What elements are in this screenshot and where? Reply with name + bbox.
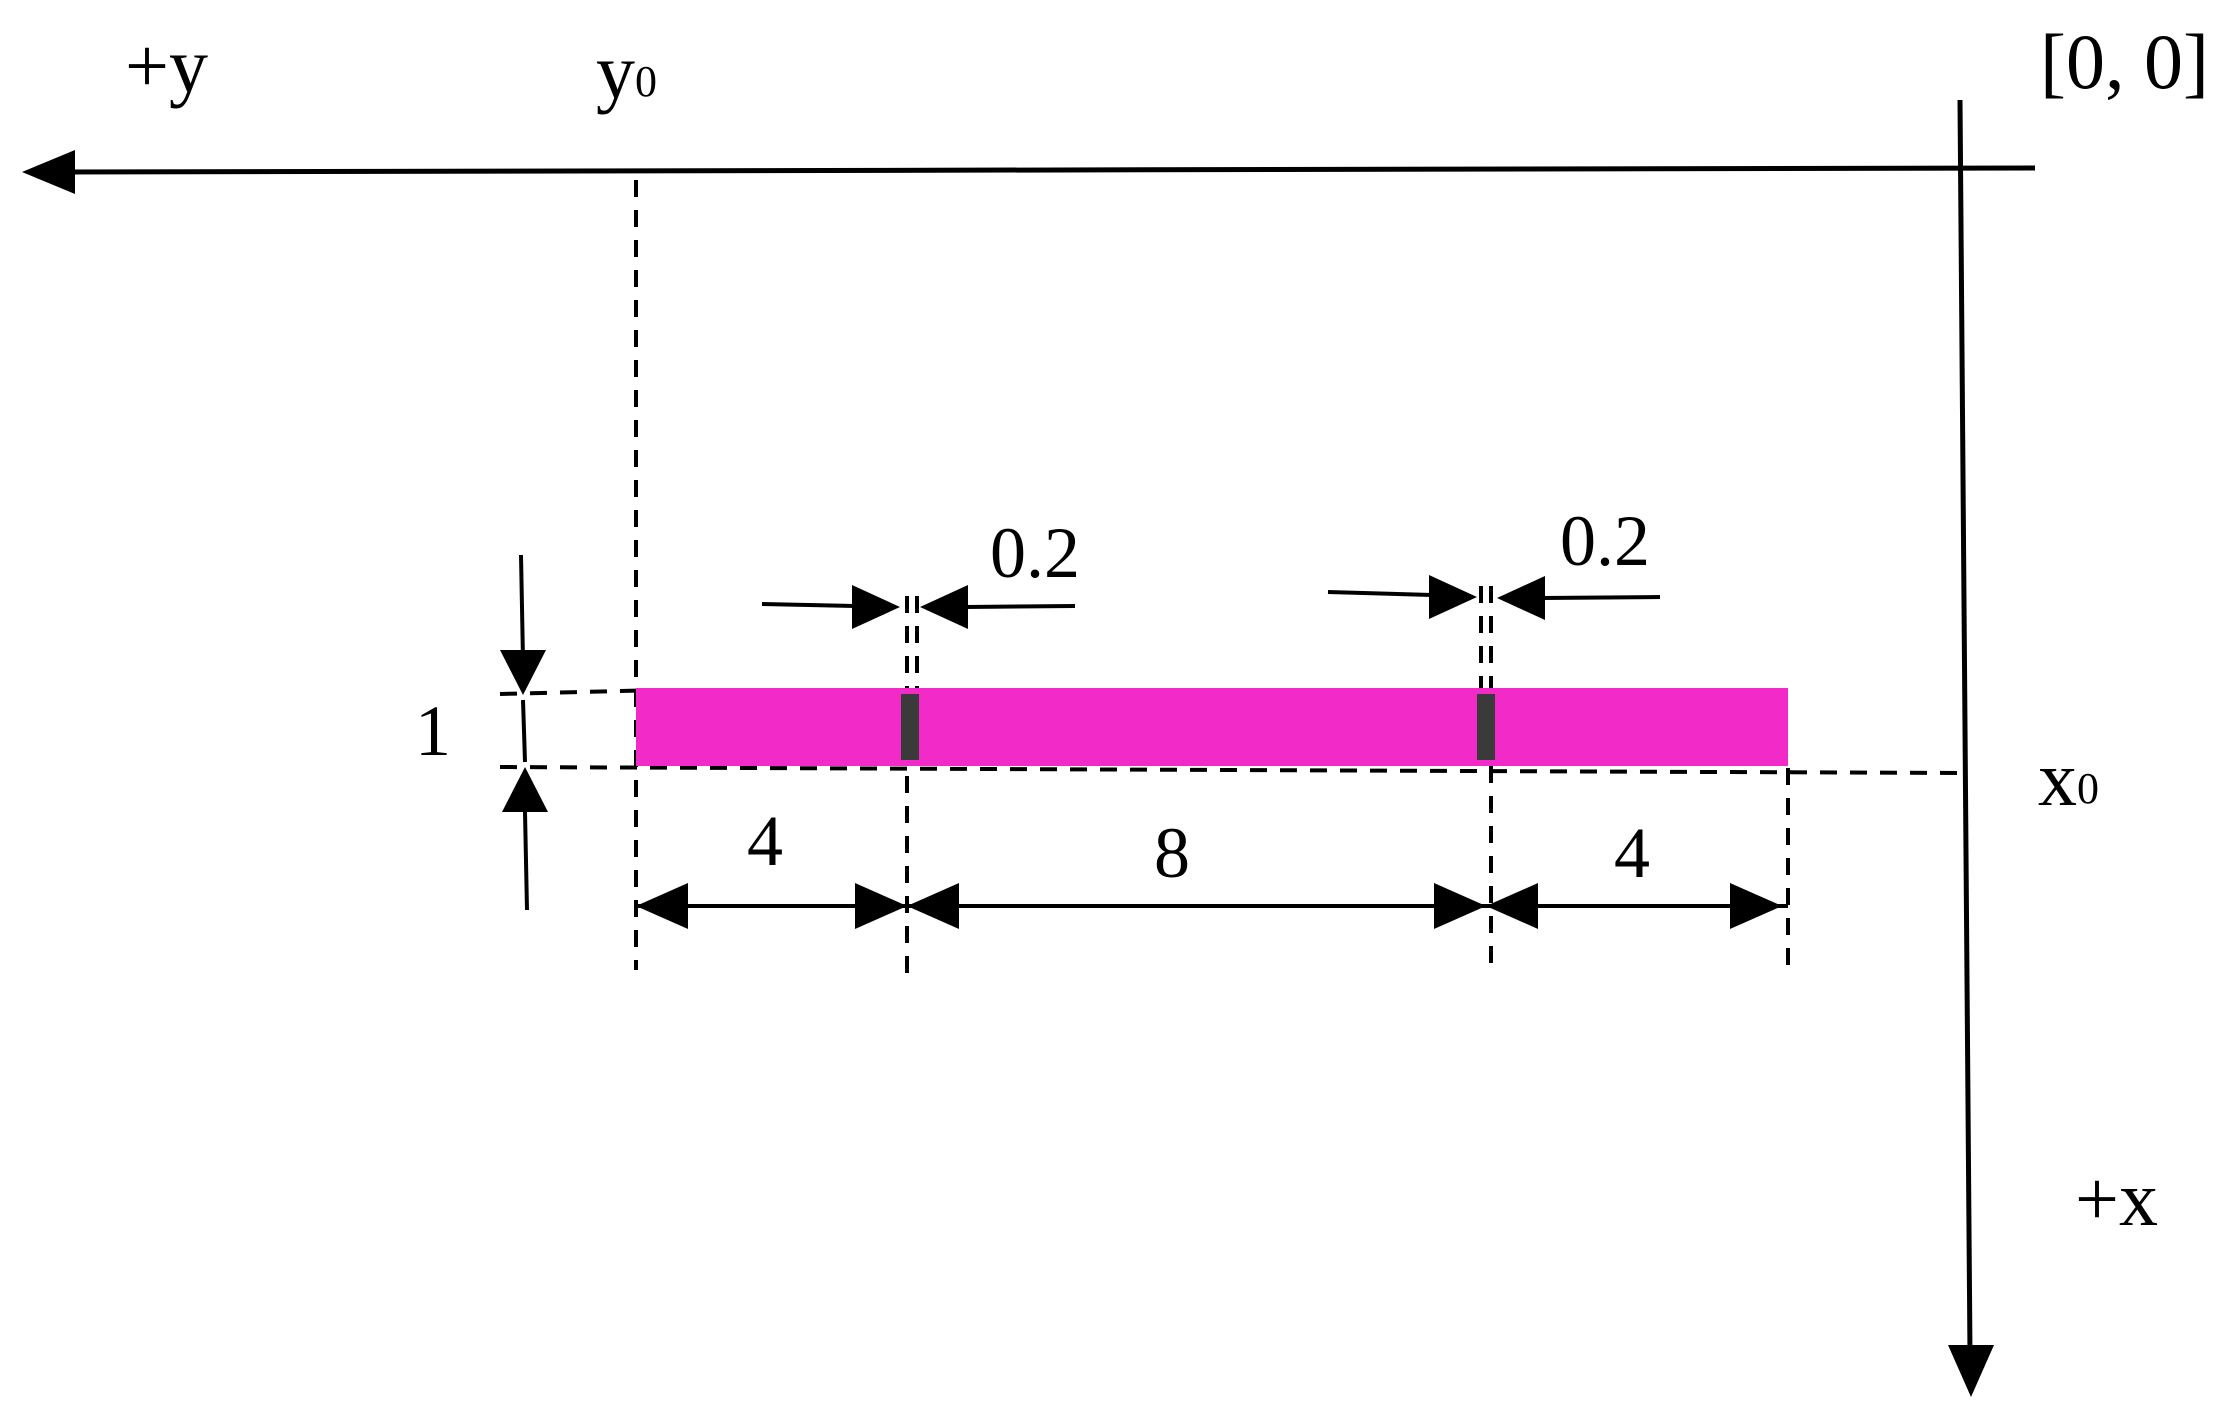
x0-label-base: x (2038, 735, 2077, 822)
reference-lines (499, 180, 1959, 975)
notch1-width-label: 0.2 (990, 513, 1080, 593)
notch2-width-dimension: 0.2 (1327, 501, 1661, 620)
notch1-width-dimension: 0.2 (761, 513, 1080, 629)
origin-label: [0, 0] (2040, 18, 2209, 105)
x0-label-sub: 0 (2077, 764, 2099, 813)
x0-reference-line (499, 765, 1959, 775)
height-dimension: 1 (415, 554, 548, 911)
segment3-label: 4 (1614, 813, 1650, 893)
seg2-arrow-right (1434, 883, 1486, 929)
seg3-arrow-left (1486, 883, 1538, 929)
x-axis-label: +x (2075, 1155, 2158, 1242)
height-label: 1 (415, 691, 451, 771)
x0-label: x0 (2038, 735, 2099, 822)
y-axis-label: +y (125, 22, 208, 109)
y-axis-arrowhead (22, 150, 75, 194)
segment2-label: 8 (1154, 813, 1190, 893)
specimen-bar (636, 688, 1788, 766)
segment-dimensions: 4 8 4 (636, 801, 1788, 929)
seg3-arrow-right (1730, 883, 1782, 929)
y0-label-sub: 0 (635, 57, 657, 106)
y0-label-base: y (596, 28, 635, 115)
notch2-width-label: 0.2 (1560, 501, 1650, 581)
notch-left (901, 694, 919, 760)
y0-label: y0 (596, 28, 657, 115)
x-axis (1948, 99, 1994, 1397)
x-axis-arrowhead (1948, 1345, 1994, 1397)
seg1-arrow-right (855, 883, 907, 929)
notch-right (1477, 694, 1495, 760)
seg1-arrow-left (636, 883, 688, 929)
segment1-label: 4 (747, 801, 783, 881)
y-axis (22, 150, 2036, 194)
seg2-arrow-left (907, 883, 959, 929)
top-edge-extension (499, 688, 661, 696)
